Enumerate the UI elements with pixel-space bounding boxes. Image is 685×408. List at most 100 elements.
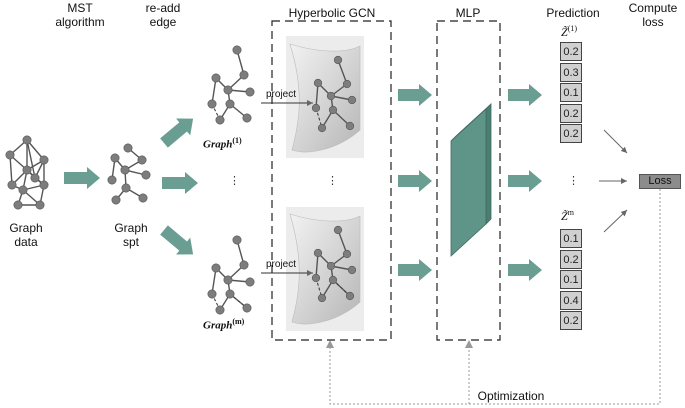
optimization-arrowhead-mlp (465, 340, 473, 348)
mlp-frame (436, 20, 501, 341)
graph-node (311, 103, 321, 113)
graph-node (317, 123, 327, 133)
graph-data-label: Graph data (9, 221, 43, 249)
graph-node (121, 183, 131, 193)
arrow-gcn-to-mlp-top (398, 84, 432, 106)
prediction-cell: 0.2 (560, 311, 582, 330)
graph-node (313, 78, 323, 88)
graph-node (245, 277, 255, 287)
ellipsis-gcn: ⋮ (327, 175, 338, 187)
graph-node (345, 121, 355, 131)
graph-1 (207, 45, 255, 125)
graph-node (18, 185, 28, 195)
graph-node (239, 260, 249, 270)
arrow-spt-to-mid (162, 172, 198, 194)
graph-edge-readded (229, 293, 248, 309)
arrow-z1-to-loss (603, 129, 628, 154)
graph-node (107, 175, 117, 185)
graph-node (225, 99, 235, 109)
graph-node (342, 249, 352, 259)
graph-node (326, 261, 336, 271)
graph-node (347, 95, 357, 105)
graph-node (333, 225, 343, 235)
graph-edge (315, 82, 319, 109)
graph-node (13, 200, 23, 210)
graph-node (211, 263, 221, 273)
graph-edge (337, 59, 348, 85)
optimization-path (329, 189, 661, 405)
prediction-cell: 0.2 (560, 103, 582, 123)
graph-node (111, 195, 121, 205)
arrow-data-to-spt (64, 167, 100, 189)
prediction-cell: 0.2 (560, 249, 582, 269)
z1-label: Z̃(1) (561, 24, 578, 39)
graph-node (5, 150, 15, 160)
graph-node (239, 70, 249, 80)
project-label-top: project (266, 89, 297, 100)
mst-algorithm-label: MST algorithm (55, 1, 105, 29)
arrow-gcn-to-mlp-bottom (398, 259, 432, 281)
ellipsis-pred: ⋮ (568, 175, 579, 187)
graph-node (328, 105, 338, 115)
arrow-spt-to-graph1 (160, 118, 194, 148)
graph-node (39, 155, 49, 165)
prediction-cell: 0.1 (560, 270, 582, 289)
graph-node (242, 303, 252, 313)
graph-node (245, 87, 255, 97)
hgcn-graph-bottom (311, 225, 357, 303)
loss-box: Loss (639, 174, 681, 189)
prediction-cell: 0.2 (560, 42, 582, 61)
mlp-block (450, 103, 492, 257)
graph-node (242, 113, 252, 123)
graph-m-label: Graph(m) (203, 317, 245, 332)
graph-node (225, 289, 235, 299)
prediction-label: Prediction (546, 6, 600, 20)
hgcn-graph-top (311, 55, 357, 133)
graph-edge-readded (332, 279, 351, 297)
graph-edge (26, 139, 36, 179)
graph-node (313, 248, 323, 258)
graph-node (22, 135, 32, 145)
prediction-cell: 0.2 (560, 124, 582, 143)
graph-node (207, 99, 217, 109)
graph-node (317, 293, 327, 303)
graph-node (345, 291, 355, 301)
arrow-zm-to-loss (603, 209, 628, 233)
arrow-mlp-to-pred-top (508, 84, 542, 106)
graph-node (120, 165, 130, 175)
graph-1-label: Graph(1) (203, 136, 242, 151)
hyperbolic-gcn-label: Hyperbolic GCN (288, 6, 376, 20)
graph-edge (315, 252, 319, 279)
arrow-spt-to-graphm (160, 225, 194, 255)
optimization-label: Optimization (477, 389, 545, 403)
compute-loss-label: Compute loss (628, 1, 678, 29)
graph-node (232, 45, 242, 55)
graph-edge (337, 229, 348, 255)
graph-node (141, 170, 151, 180)
graph-spt-label: Graph spt (114, 221, 148, 249)
graph-spt (107, 143, 151, 205)
graph-node (223, 275, 233, 285)
graph-node (137, 155, 147, 165)
graph-node (342, 79, 352, 89)
graph-node (110, 153, 120, 163)
graph-node (39, 180, 49, 190)
graph-node (22, 165, 32, 175)
graph-node (35, 200, 45, 210)
graph-node (123, 143, 133, 153)
graph-edge (9, 154, 13, 186)
prediction-cell: 0.1 (560, 83, 582, 102)
graph-node (223, 85, 233, 95)
graph-node (211, 73, 221, 83)
arrow-mlp-to-pred-bottom (508, 259, 542, 281)
graph-node (326, 91, 336, 101)
graph-node (215, 305, 225, 315)
graph-node (30, 173, 40, 183)
graph-node (311, 273, 321, 283)
prediction-cell: 0.3 (560, 62, 582, 82)
graph-node (138, 193, 148, 203)
project-label-bottom: project (266, 259, 297, 270)
prediction-cell: 0.4 (560, 290, 582, 310)
